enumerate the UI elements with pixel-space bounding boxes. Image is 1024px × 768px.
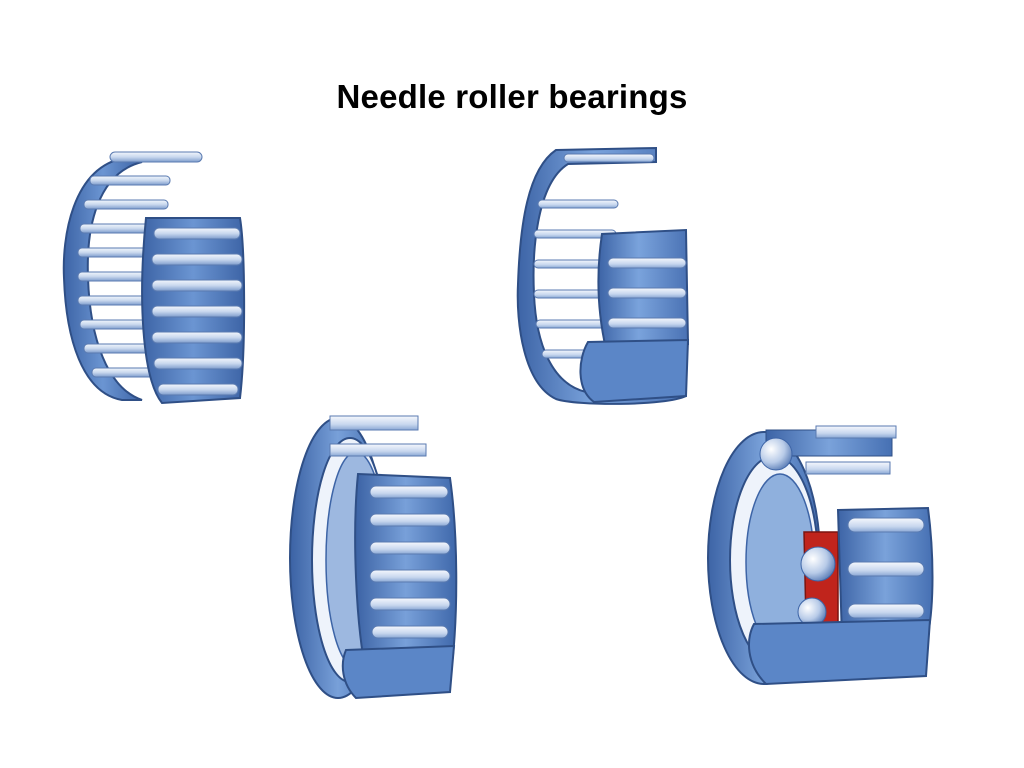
bearing-with-ring-icon [289, 415, 458, 700]
bearing-drawn-cup-icon [516, 146, 690, 405]
needle-roller-cage-assembly-illustration [62, 148, 247, 410]
slide-title: Needle roller bearings [336, 78, 688, 115]
drawn-cup-needle-roller-bearing-illustration [516, 144, 696, 406]
needle-roller-bearing-with-inner-ring-illustration [286, 414, 462, 702]
bearing-combined-icon [707, 425, 934, 686]
combined-needle-roller-ball-bearing-illustration [706, 424, 934, 688]
bearing-cage-icon [62, 151, 246, 405]
